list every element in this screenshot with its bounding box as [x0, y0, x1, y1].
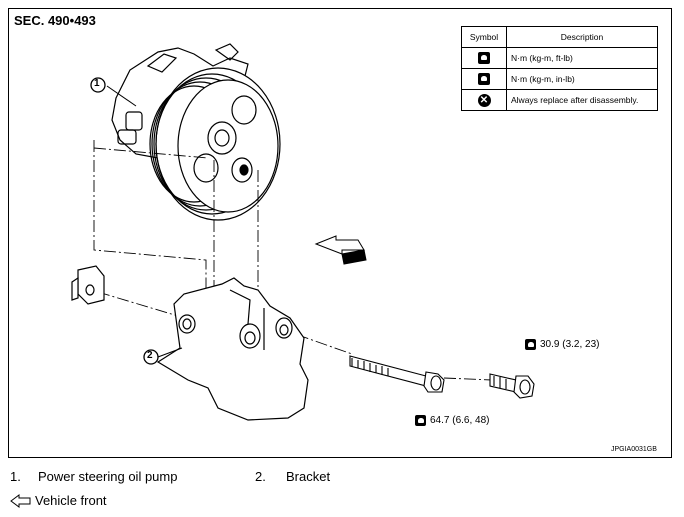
- torque-wrench-icon: [415, 415, 426, 426]
- legend-header-description: Description: [506, 26, 658, 48]
- part-name: Power steering oil pump: [38, 469, 178, 484]
- mounting-stud: [71, 265, 105, 305]
- callout-1-label: 1: [94, 78, 100, 89]
- vehicle-front-arrow: [314, 235, 367, 265]
- callout-2-label: 2: [147, 350, 153, 361]
- vehicle-front-arrow-icon: [10, 493, 31, 508]
- legend-header-symbol: Symbol: [461, 26, 507, 48]
- pump-bracket-drawing: [71, 43, 535, 421]
- symbol-legend-table: Symbol Description N·m (kg-m, ft-lb) N·m…: [461, 26, 658, 111]
- part-name: Bracket: [286, 469, 331, 484]
- torque-spec-upper-value: 30.9 (3.2, 23): [540, 339, 600, 350]
- vehicle-front-label: Vehicle front: [35, 493, 107, 508]
- parts-list: 1. Power steering oil pump 2. Bracket: [10, 469, 610, 487]
- legend-description: N·m (kg-m, in-lb): [506, 68, 658, 90]
- bracket: [156, 277, 309, 421]
- part-number: 2.: [255, 469, 266, 484]
- section-title: SEC. 490•493: [14, 13, 96, 28]
- legend-row: N·m (kg-m, in-lb): [461, 68, 658, 90]
- long-bolt: [349, 355, 445, 393]
- legend-description: Always replace after disassembly.: [506, 89, 658, 111]
- vehicle-front-note: Vehicle front: [10, 493, 107, 508]
- part-number: 1.: [10, 469, 21, 484]
- power-steering-pump: [111, 43, 281, 221]
- replace-x-icon: ✕: [477, 93, 491, 107]
- diagram-frame: [8, 8, 672, 458]
- torque-spec-upper: 30.9 (3.2, 23): [525, 339, 599, 350]
- legend-row: N·m (kg-m, ft-lb): [461, 47, 658, 69]
- torque-spec-lower-value: 64.7 (6.6, 48): [430, 415, 490, 426]
- torque-wrench-ftlb-icon: [478, 52, 490, 64]
- legend-description: N·m (kg-m, ft-lb): [506, 47, 658, 69]
- torque-wrench-icon: [525, 339, 536, 350]
- torque-spec-lower: 64.7 (6.6, 48): [415, 415, 489, 426]
- legend-row: ✕ Always replace after disassembly.: [461, 89, 658, 111]
- short-bolt: [489, 373, 535, 399]
- callout-markers: [90, 77, 183, 365]
- legend-header-row: Symbol Description: [461, 26, 658, 48]
- image-code: JPGIA0031GB: [611, 446, 657, 453]
- torque-wrench-inlb-icon: [478, 73, 490, 85]
